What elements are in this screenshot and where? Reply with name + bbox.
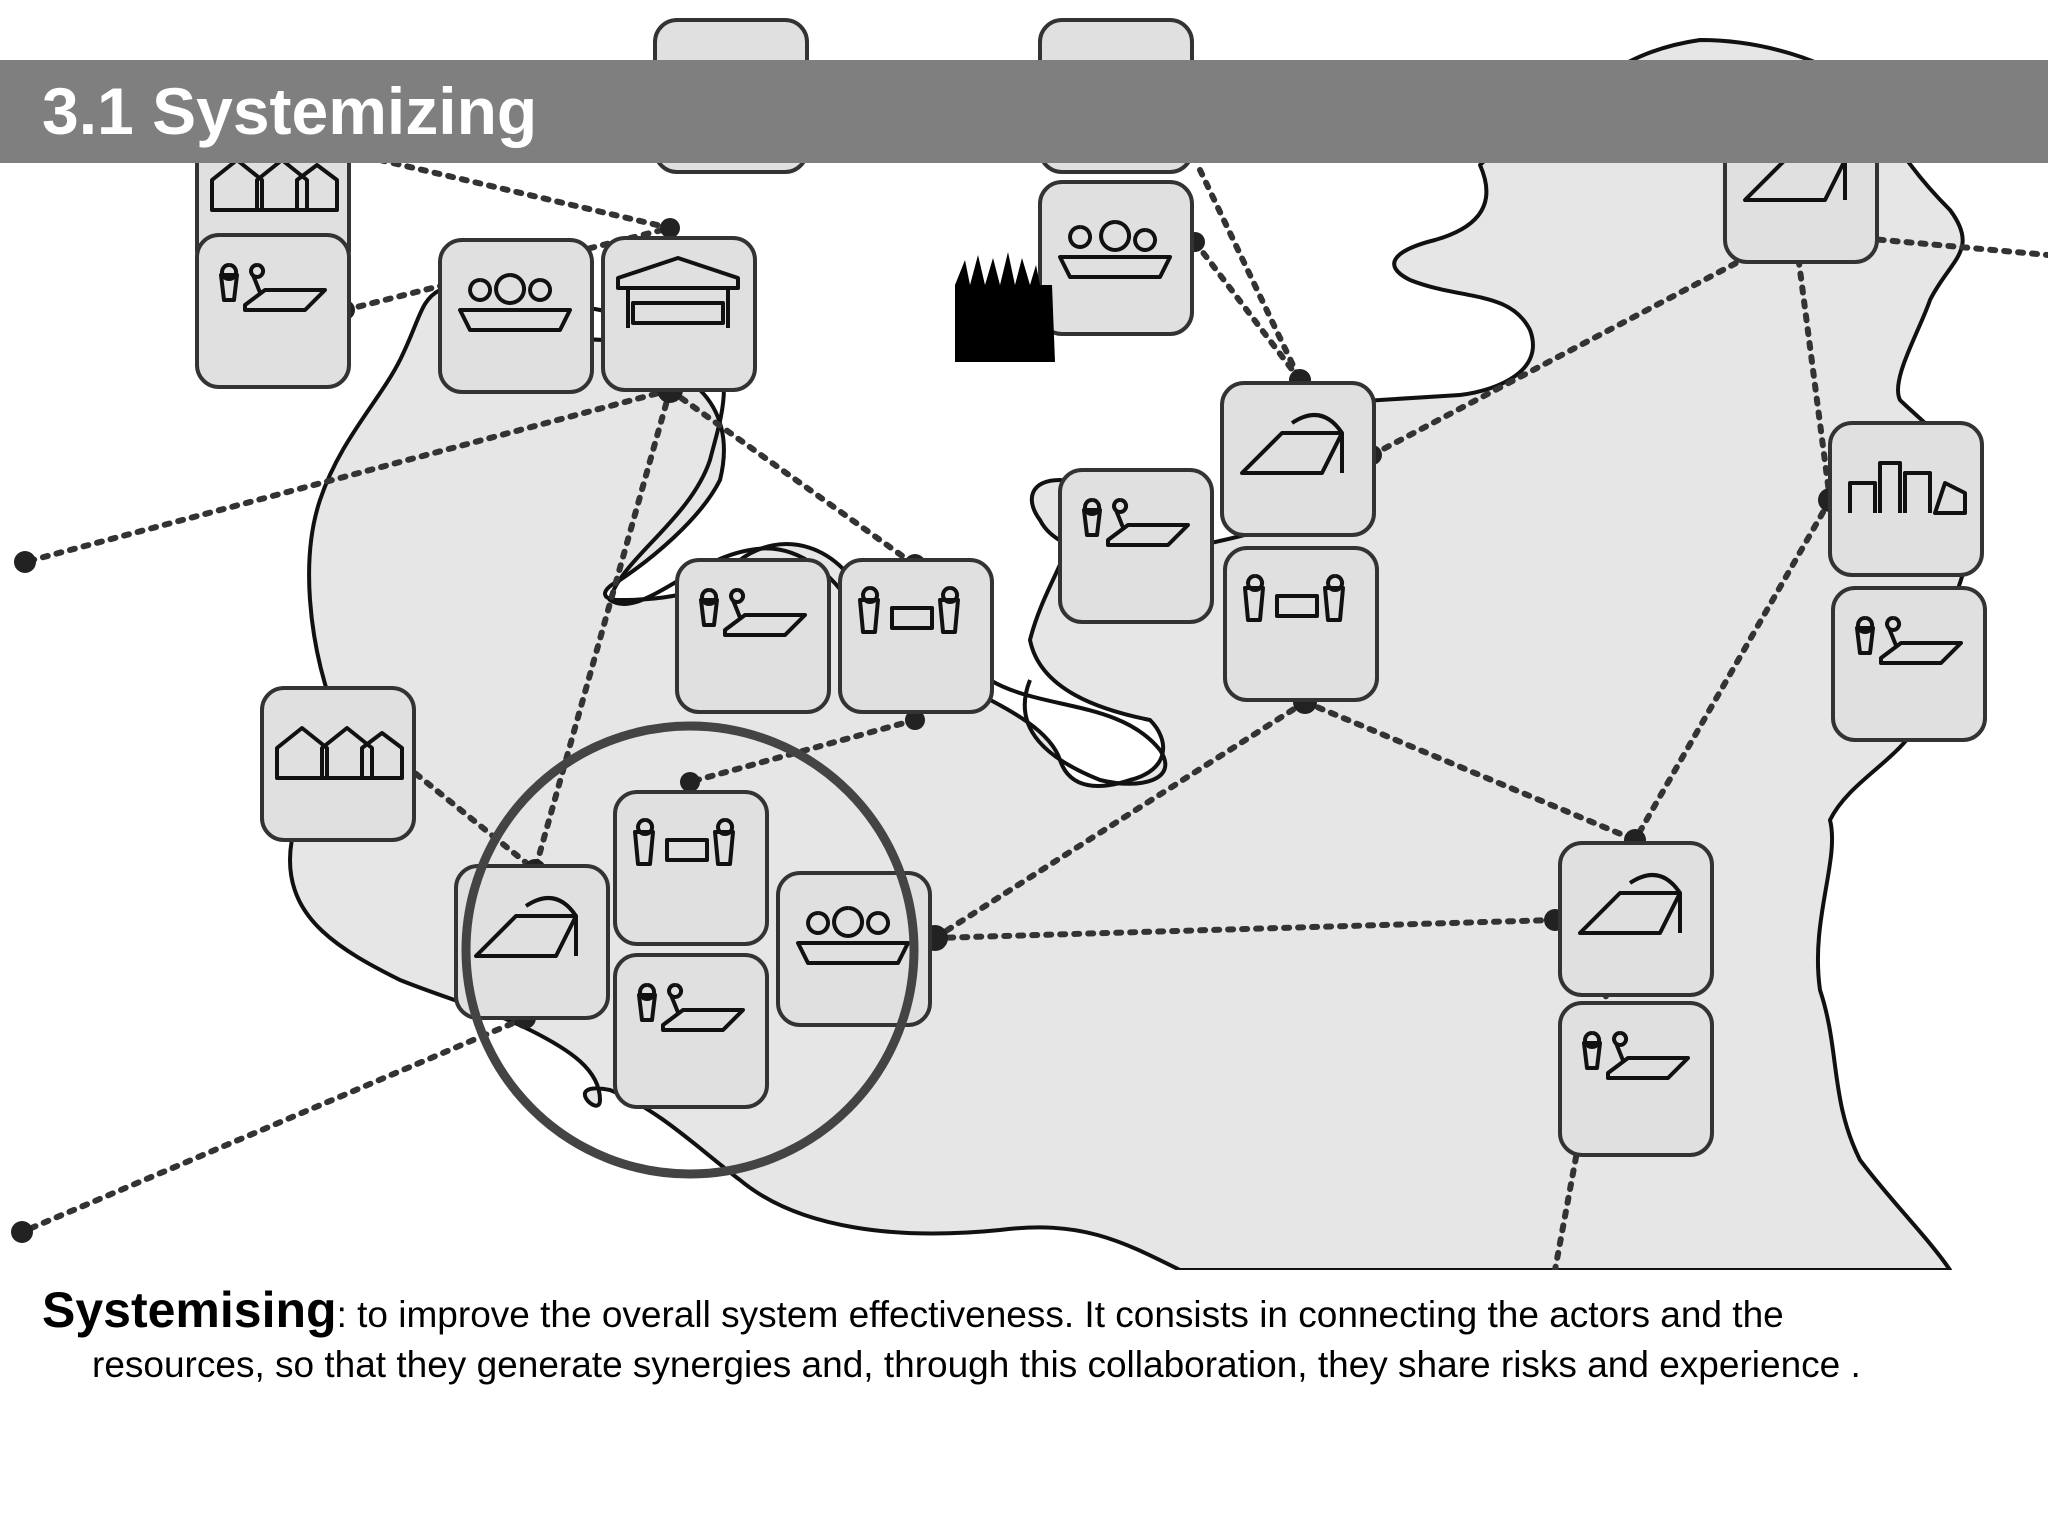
page-title: 3.1 Systemizing [42, 74, 538, 148]
person-field-icon [219, 263, 327, 312]
person-field-icon [1855, 616, 1963, 665]
person-field-icon [637, 983, 745, 1032]
person-field-icon [1082, 498, 1190, 547]
tile-farmer-mid [675, 558, 831, 714]
tent-icon [1240, 413, 1344, 475]
tile-tent-center [1220, 381, 1376, 537]
tile-cluster-field [613, 953, 769, 1109]
caption-line-2: resources, so that they generate synergi… [92, 1344, 1861, 1385]
tile-farmer-center [1058, 468, 1214, 624]
people-trade-icon [1243, 574, 1345, 622]
title-bar: 3.1 Systemizing [0, 60, 2048, 163]
market-stall-icon [616, 256, 740, 328]
tile-cluster-left [454, 864, 610, 1020]
tile-market-stall [601, 236, 757, 392]
caption: Systemising: to improve the overall syst… [42, 1285, 2032, 1391]
caption-line-1: : to improve the overall system effectiv… [336, 1294, 1784, 1335]
highlight-circle [461, 721, 919, 1179]
tile-bottom-tent [1558, 841, 1714, 997]
tile-right-city [1828, 421, 1984, 577]
people-trade-icon [858, 586, 960, 634]
person-field-icon [699, 588, 807, 637]
city-icon [1848, 461, 1967, 515]
tile-figure-field [195, 233, 351, 389]
tile-boat-people [1038, 180, 1194, 336]
person-field-icon [1582, 1031, 1690, 1080]
tile-cluster-boat [776, 871, 932, 1027]
people-trade-icon [633, 818, 735, 866]
tile-trade-mid [838, 558, 994, 714]
boat-people-icon [1058, 220, 1172, 279]
boat-crowd-icon [458, 273, 572, 332]
tile-boat-crowd [438, 238, 594, 394]
factory-icon [955, 252, 1055, 362]
houses-row-icon [275, 726, 404, 780]
tile-bottom-farmer [1558, 1001, 1714, 1157]
tent-icon [1578, 873, 1682, 935]
tent-icon [474, 896, 578, 958]
caption-term: Systemising [42, 1282, 337, 1338]
boat-crowd-icon [796, 906, 910, 965]
tile-trade-center [1223, 546, 1379, 702]
tile-right-farmer [1831, 586, 1987, 742]
tile-cluster-trade [613, 790, 769, 946]
houses-row-icon [210, 158, 339, 212]
tile-left-house [260, 686, 416, 842]
